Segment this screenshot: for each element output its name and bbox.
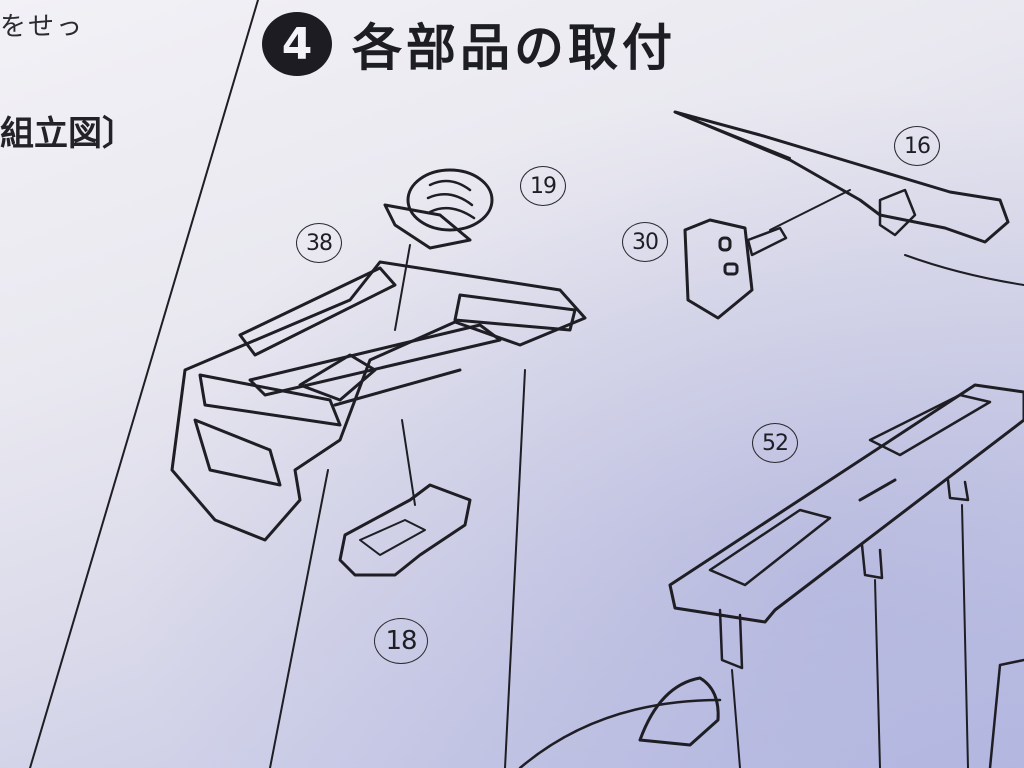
step-header: 4 各部品の取付 bbox=[262, 8, 676, 80]
plate-part-52 bbox=[668, 383, 1024, 768]
left-column-text: をせっ bbox=[0, 12, 85, 42]
lower-part-fragment bbox=[518, 658, 1024, 768]
part-label-30: 30 bbox=[622, 222, 668, 262]
step-title: 各部品の取付 bbox=[352, 19, 676, 77]
guide-line-left bbox=[269, 469, 329, 768]
column-divider-line bbox=[29, 0, 259, 768]
spool-part-19 bbox=[383, 168, 494, 331]
part-label-18: 18 bbox=[374, 618, 428, 664]
left-column-heading: 組立図〕 bbox=[0, 114, 136, 154]
part-label-19: 19 bbox=[520, 166, 566, 206]
part-label-16: 16 bbox=[894, 126, 940, 166]
block-part-30 bbox=[683, 189, 851, 320]
part-label-38: 38 bbox=[296, 223, 342, 263]
barrel-part-16 bbox=[673, 110, 1024, 286]
frame-part-38 bbox=[170, 260, 587, 542]
part-label-52: 52 bbox=[752, 423, 798, 463]
step-number-badge: 4 bbox=[262, 12, 332, 76]
bracket-part-18 bbox=[338, 419, 472, 577]
guide-line-right bbox=[504, 369, 526, 768]
